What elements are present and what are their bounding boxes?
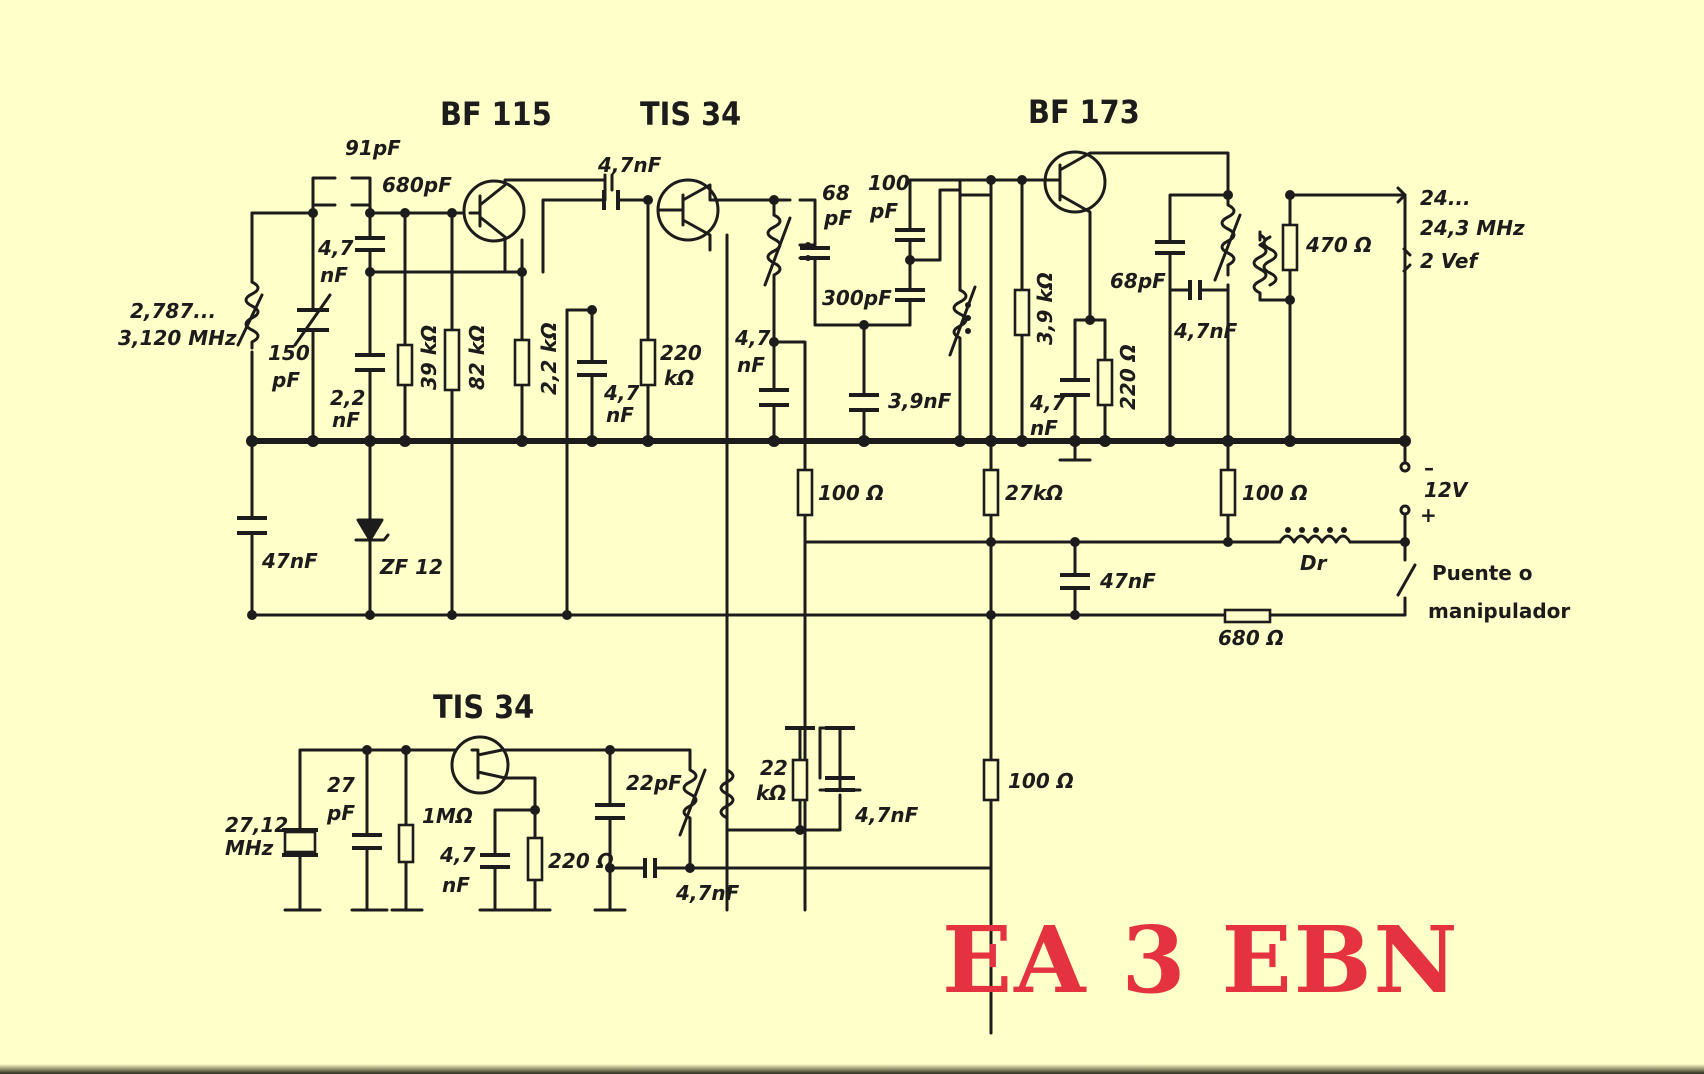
label-22k-2: kΩ [756,781,786,805]
label-nf-b: nF [606,403,634,427]
label-3-9k: 3,9 kΩ [1033,272,1057,345]
label-pf-27: pF [326,801,355,825]
label-4-7nf-e: 4,7nF [1173,319,1238,343]
label-out-freq-1: 24... [1420,186,1471,210]
label-2-2k: 2,2 kΩ [537,322,561,395]
crystal-oscillator [282,610,1000,912]
label-100-ohm-b: 100 Ω [1242,481,1308,505]
label-nf-a: nF [320,263,348,287]
label-zf12: ZF 12 [379,555,443,579]
label-vfo-freq-2: 3,120 MHz [118,326,237,350]
label-4-7nf-g: 4,7nF [854,803,919,827]
vfo-stage [236,173,1407,912]
label-pf-100: pF [869,199,898,223]
label-22k-1: 22 [760,756,788,780]
label-39k: 39 kΩ [417,325,441,390]
label-4-7-a: 4,7 [317,236,354,260]
supply-network [796,439,1417,624]
label-100: 100 [868,171,910,195]
label-pf-150: pF [271,368,300,392]
label-680-ohm: 680 Ω [1218,626,1284,650]
label-12v: 12V [1424,478,1469,502]
callsign: EA 3 EBN [942,906,1460,1014]
transistor-label-tis34-b: TIS 34 [433,688,534,726]
label-470-ohm: 470 Ω [1305,233,1372,257]
label-300pf: 300pF [822,286,892,310]
label-27: 27 [327,773,355,797]
label-220-ohm: 220 Ω [1116,344,1140,410]
label-3-9nf: 3,9nF [888,389,952,413]
label-47nf-left: 47nF [261,549,318,573]
label-xtal-1: 27,12 [225,813,288,837]
transistor-label-bf115: BF 115 [440,95,552,133]
label-nf-22: nF [332,408,360,432]
transistor-label-bf173: BF 173 [1028,93,1140,131]
label-2-2: 2,2 [330,386,365,410]
label-220-ohm-b: 220 Ω [548,849,614,873]
label-82k: 82 kΩ [465,325,489,390]
label-plus: + [1420,503,1437,527]
label-4-7-c: 4,7 [734,326,771,350]
label-68: 68 [822,181,850,205]
label-4-7-f: 4,7 [439,843,476,867]
label-out-volt: 2 Vef [1420,249,1479,273]
label-switch-1: Puente o [1432,561,1533,585]
label-22pf: 22pF [626,771,682,795]
label-4-7nf-h: 4,7nF [675,881,740,905]
label-4-7-d: 4,7 [1029,391,1066,415]
label-nf-f: nF [442,873,470,897]
transistor-label-tis34-a: TIS 34 [640,95,741,133]
label-150: 150 [268,341,310,365]
label-220k-1: 220 [660,341,702,365]
label-4-7-b: 4,7 [603,381,640,405]
label-vfo-freq-1: 2,787... [130,299,216,323]
label-91pf: 91pF [345,136,401,160]
label-100-ohm-a: 100 Ω [818,481,884,505]
label-220k-2: kΩ [664,366,694,390]
label-choke: Dr [1300,551,1328,575]
label-out-freq-2: 24,3 MHz [1420,216,1525,240]
amplifier-stage [938,150,1412,1035]
label-nf-c: nF [737,353,765,377]
label-1m: 1MΩ [422,804,473,828]
label-pf-68: pF [823,206,852,230]
label-xtal-2: MHz [225,836,274,860]
label-switch-2: manipulador [1428,599,1570,623]
mixer-stage [759,178,992,912]
label-100-ohm-c: 100 Ω [1008,769,1074,793]
label-nf-d: nF [1030,416,1058,440]
label-680pf: 680pF [382,173,452,197]
label-4-7nf-top: 4,7nF [597,153,662,177]
label-47nf-right: 47nF [1099,569,1156,593]
label-minus: – [1424,456,1434,480]
label-68pf-b: 68pF [1110,269,1166,293]
label-27k: 27kΩ [1005,481,1063,505]
